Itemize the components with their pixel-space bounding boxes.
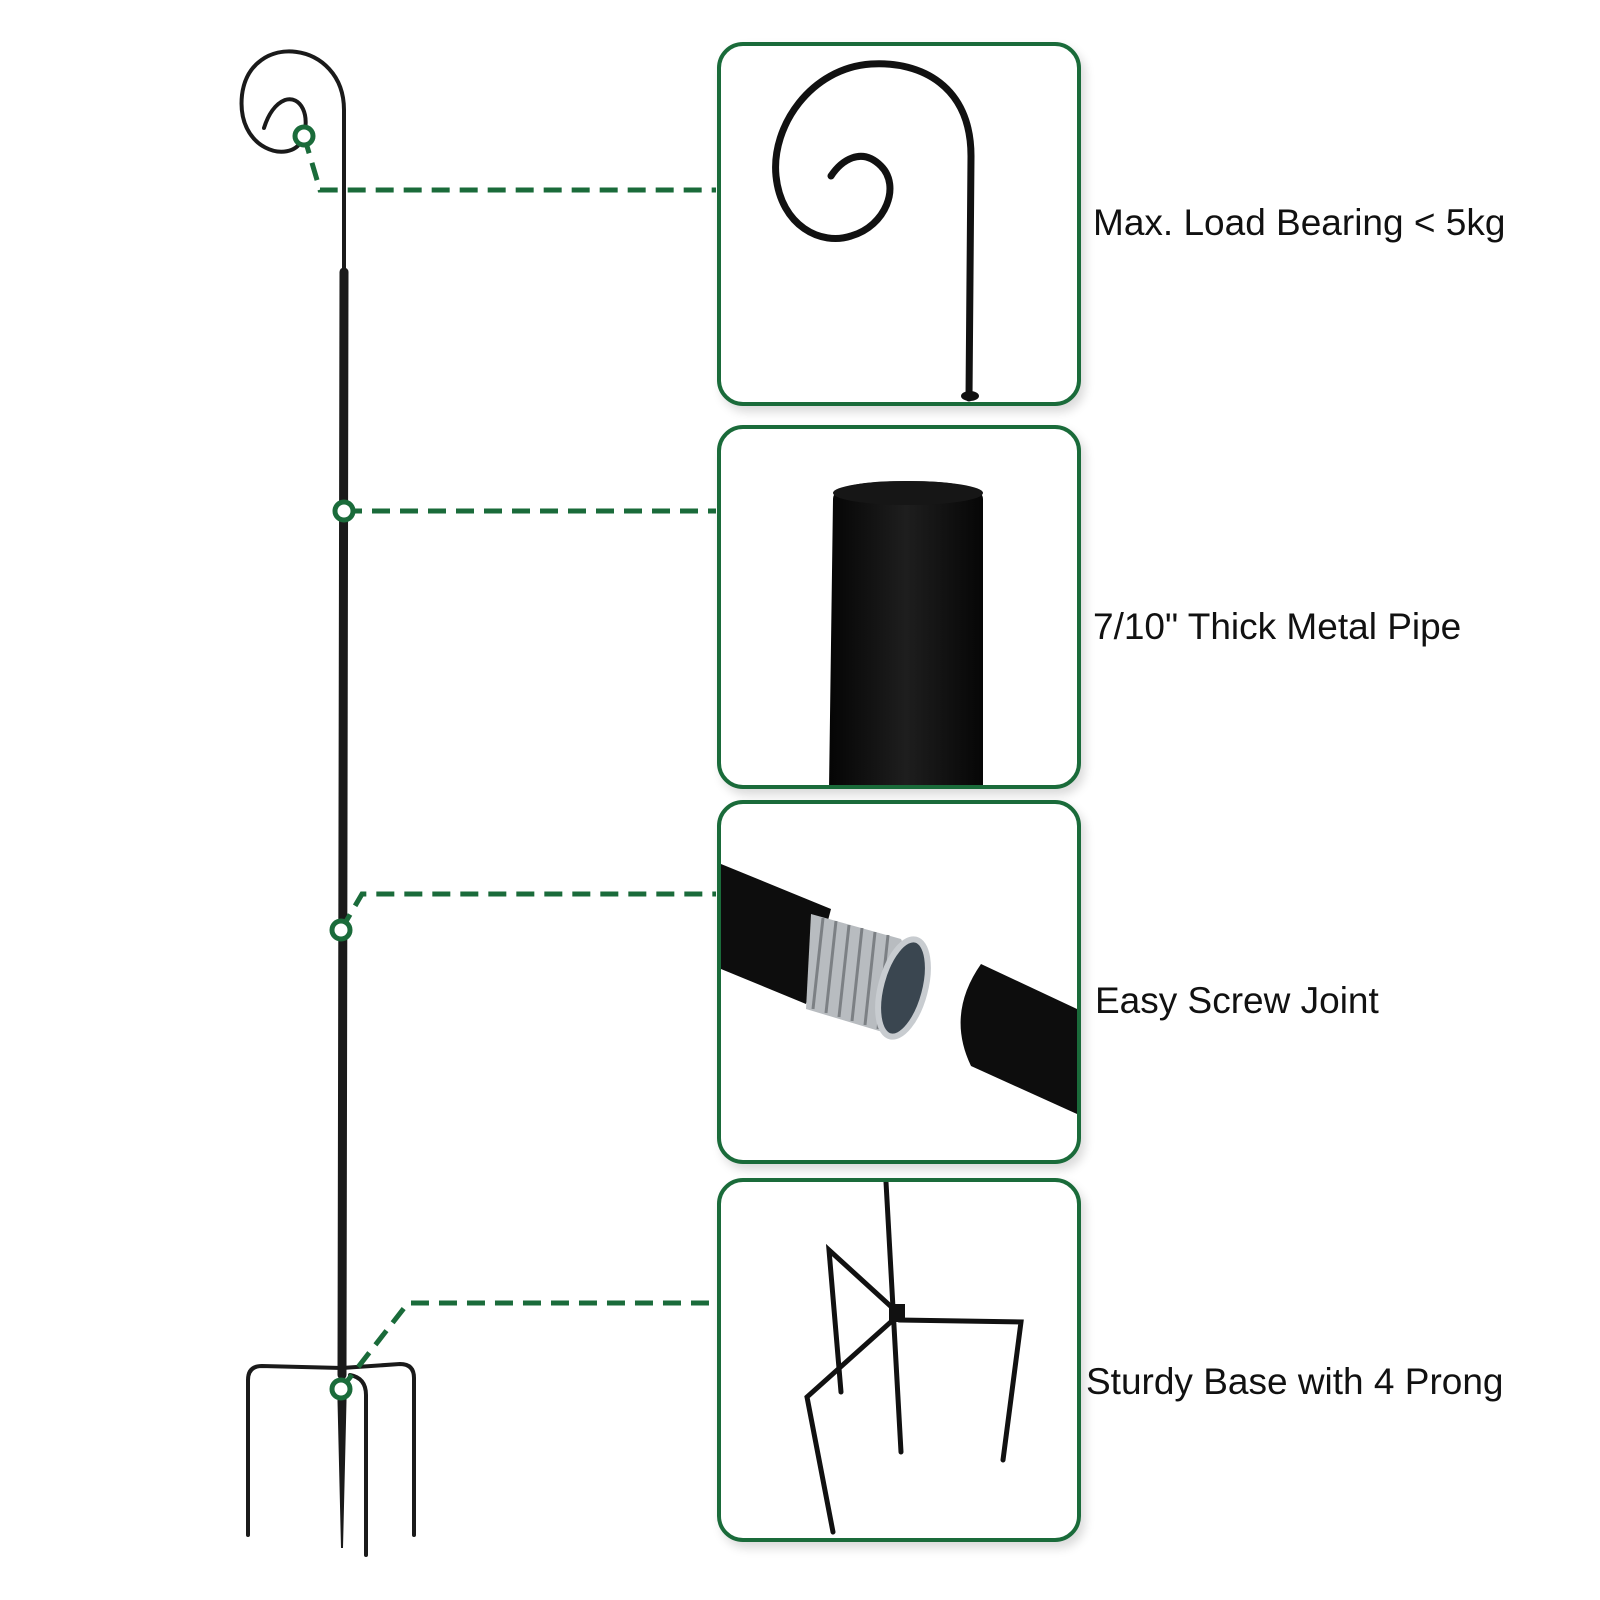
prong-left <box>246 1363 344 1537</box>
prong-front <box>348 1373 368 1557</box>
hook-icon <box>772 60 979 402</box>
detail-panel-hook <box>717 42 1081 406</box>
callout-dot-hook <box>292 124 316 148</box>
feature-label-joint: Easy Screw Joint <box>1095 980 1379 1021</box>
detail-panel-joint <box>717 800 1081 1164</box>
pole <box>337 267 349 1380</box>
callout-line-joint <box>338 891 716 932</box>
callout-dot-pipe <box>332 499 356 523</box>
feature-label-base: Sturdy Base with 4 Prong <box>1086 1361 1504 1402</box>
prong-base-icon <box>804 1182 1024 1535</box>
detail-panel-pipe <box>717 425 1081 789</box>
callout-dot-joint <box>329 918 353 942</box>
prong-right <box>340 1361 416 1537</box>
callout-line-hook <box>301 135 716 193</box>
callout-dot-base <box>329 1377 353 1401</box>
feature-label-load: Max. Load Bearing < 5kg <box>1093 202 1506 243</box>
pole-spike <box>336 1379 348 1549</box>
callout-line-base <box>339 1300 716 1391</box>
feature-label-pipe: 7/10" Thick Metal Pipe <box>1093 606 1462 647</box>
detail-panel-base <box>717 1178 1081 1542</box>
screw-joint-icon <box>721 864 1077 1114</box>
pipe-icon <box>829 481 983 785</box>
hook-curl <box>239 49 346 274</box>
